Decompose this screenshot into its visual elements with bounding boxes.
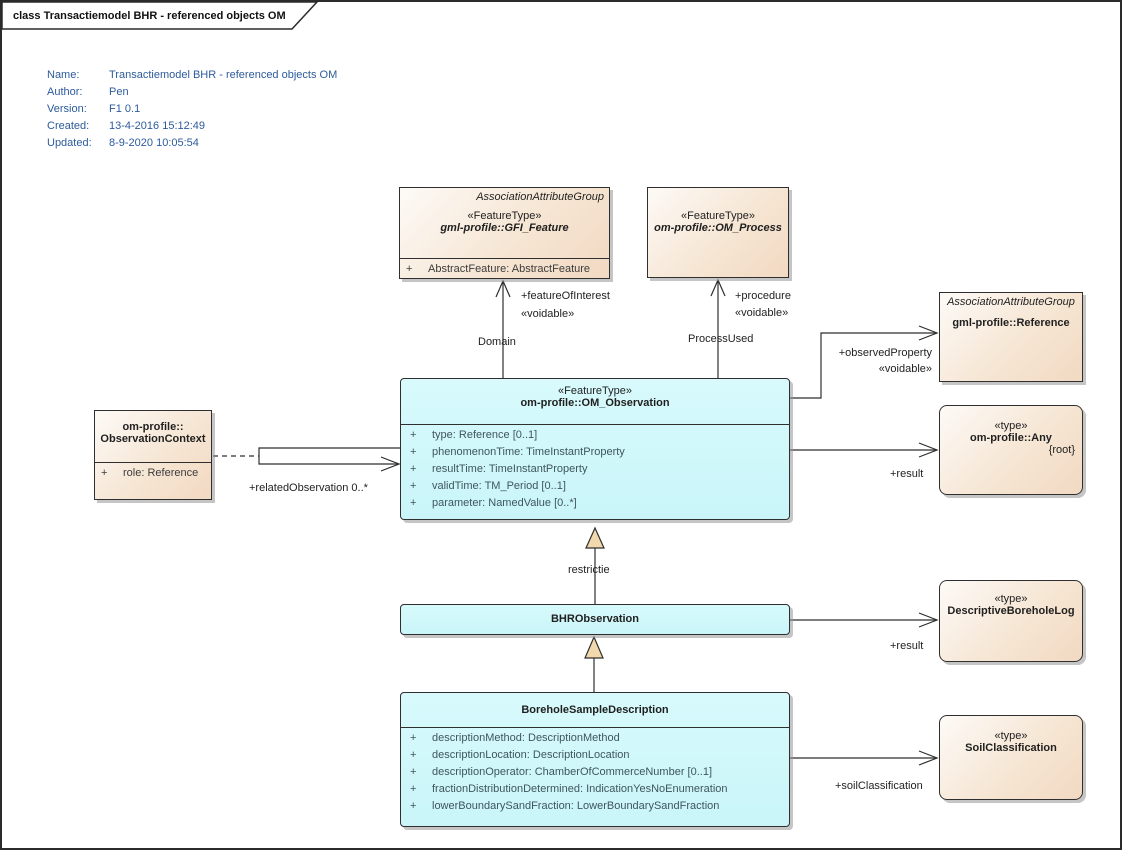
class-stereotype: «type» (994, 730, 1028, 742)
association-procedure (710, 278, 726, 382)
metadata-label: Created: (47, 120, 90, 132)
class-tagged-value: AssociationAttributeGroup (476, 191, 604, 203)
role-label-result: +result (890, 640, 924, 652)
class-attribute: + fractionDistributionDetermined: Indica… (410, 783, 728, 795)
metadata-label: Version: (47, 103, 87, 115)
class-name: BoreholeSampleDescription (521, 704, 669, 716)
class-any: «type» om-profile::Any {root} (939, 405, 1083, 495)
class-om-observation: «FeatureType» om-profile::OM_Observation… (400, 378, 790, 520)
role-label-result: +result (890, 468, 924, 480)
class-name: SoilClassification (965, 742, 1057, 754)
diagram-title: class Transactiemodel BHR - referenced o… (13, 10, 286, 22)
association-observed-property (790, 325, 939, 399)
class-soil-classification: «type» SoilClassification (939, 715, 1083, 800)
class-name: BHRObservation (550, 613, 640, 625)
class-attribute: + descriptionLocation: DescriptionLocati… (410, 749, 630, 761)
class-bhr-observation: BHRObservation (400, 604, 790, 635)
role-label-procedure: +procedure (735, 290, 791, 302)
class-stereotype: «FeatureType» (681, 210, 755, 222)
voidable-stereotype-label: «voidable» (878, 363, 932, 375)
voidable-stereotype-label: «voidable» (735, 307, 789, 319)
generalization-borehole-sample (584, 635, 604, 692)
class-stereotype: «FeatureType» (558, 385, 632, 397)
metadata-value: Transactiemodel BHR - referenced objects… (109, 69, 338, 81)
metadata-label: Name: (47, 69, 80, 81)
class-name: gml-profile::GFI_Feature (440, 222, 569, 234)
class-attribute: + lowerBoundarySandFraction: LowerBounda… (410, 800, 720, 812)
class-attribute: + descriptionMethod: DescriptionMethod (410, 732, 620, 744)
class-stereotype: «FeatureType» (467, 210, 542, 222)
class-om-process: «FeatureType» om-profile::OM_Process (647, 187, 789, 278)
metadata-row: Updated: 8-9-2020 10:05:54 (47, 135, 337, 152)
metadata-row: Created: 13-4-2016 15:12:49 (47, 118, 337, 135)
diagram-metadata: Name: Transactiemodel BHR - referenced o… (47, 67, 337, 152)
association-related-observation (258, 447, 401, 472)
class-attribute: + AbstractFeature: AbstractFeature (406, 263, 591, 275)
class-attribute: + phenomenonTime: TimeInstantProperty (410, 446, 625, 458)
class-tagged-value: AssociationAttributeGroup (947, 296, 1075, 308)
frame-tab-area: class Transactiemodel BHR - referenced o… (4, 4, 319, 31)
metadata-label: Author: (47, 86, 83, 98)
metadata-row: Version: F1 0.1 (47, 101, 337, 118)
class-attribute: + type: Reference [0..1] (410, 429, 538, 441)
role-label-observed-property: +observedProperty (838, 347, 932, 359)
voidable-stereotype-label: «voidable» (521, 308, 575, 320)
class-attribute: + descriptionOperator: ChamberOfCommerce… (410, 766, 712, 778)
class-name: om-profile::Any (970, 432, 1052, 444)
metadata-value: F1 0.1 (109, 103, 141, 115)
class-name: gml-profile::Reference (952, 317, 1070, 329)
class-descriptive-borehole-log: «type» DescriptiveBoreholeLog (939, 580, 1083, 662)
metadata-row: Author: Pen (47, 84, 337, 101)
class-stereotype: «type» (994, 420, 1028, 432)
association-name-domain: Domain (478, 336, 516, 348)
metadata-value: 8-9-2020 10:05:54 (109, 137, 199, 149)
metadata-value: 13-4-2016 15:12:49 (109, 120, 206, 132)
class-constraint: {root} (1048, 444, 1075, 456)
class-stereotype: «type» (994, 593, 1028, 605)
generalization-label-restrictie: restrictie (568, 564, 610, 576)
class-name: DescriptiveBoreholeLog (947, 605, 1075, 617)
class-name: ObservationContext (100, 433, 206, 445)
class-reference: AssociationAttributeGroup gml-profile::R… (939, 292, 1083, 382)
association-bhr-result (790, 612, 939, 628)
metadata-row: Name: Transactiemodel BHR - referenced o… (47, 67, 337, 84)
metadata-value: Pen (109, 86, 129, 98)
class-name: om-profile::OM_Observation (520, 397, 670, 409)
class-attribute: + parameter: NamedValue [0..*] (410, 497, 577, 509)
class-observation-context: om-profile:: ObservationContext + role: … (94, 410, 212, 500)
association-soil-classification (790, 750, 939, 766)
class-borehole-sample-description: BoreholeSampleDescription + descriptionM… (400, 692, 790, 827)
class-gfi-feature: AssociationAttributeGroup «FeatureType» … (399, 187, 610, 279)
association-feature-of-interest (495, 279, 511, 382)
class-name: om-profile::OM_Process (654, 222, 782, 234)
class-attribute: + resultTime: TimeInstantProperty (410, 463, 588, 475)
class-name: om-profile:: (122, 421, 184, 433)
role-label-soil-classification: +soilClassification (835, 780, 923, 792)
metadata-label: Updated: (47, 137, 92, 149)
role-label-related-observation: +relatedObservation 0..* (249, 482, 368, 494)
association-name-process-used: ProcessUsed (688, 333, 754, 345)
class-attribute: + validTime: TM_Period [0..1] (410, 480, 566, 492)
class-attribute: + role: Reference (101, 467, 199, 479)
association-result (790, 442, 939, 458)
role-label-feature-of-interest: +featureOfInterest (521, 290, 610, 302)
